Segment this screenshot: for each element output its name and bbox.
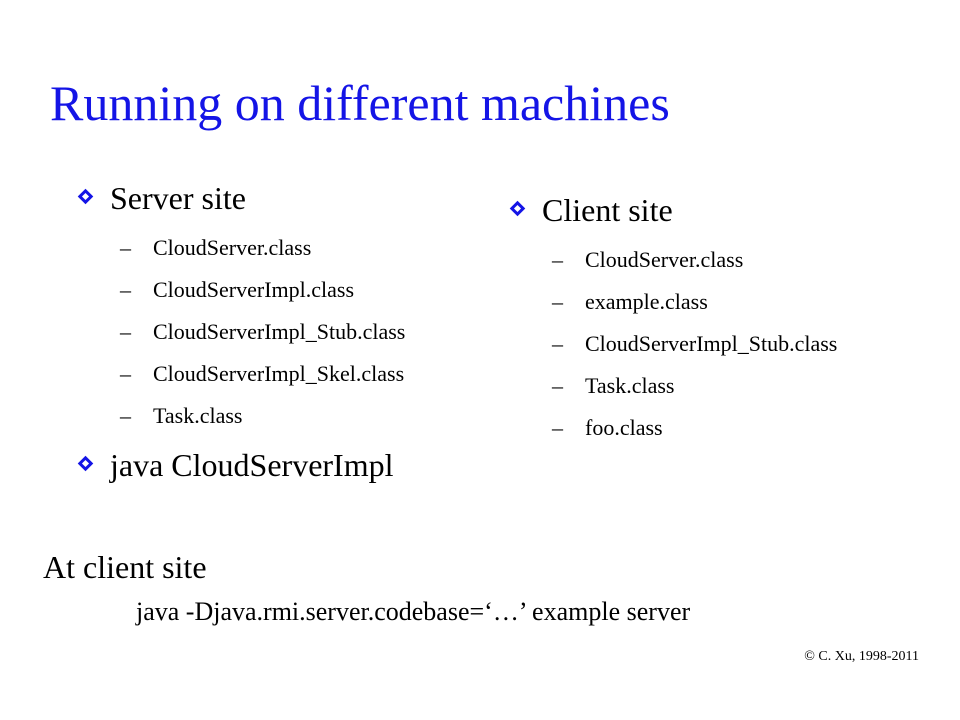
dash-icon: – xyxy=(552,331,563,356)
server-command: java CloudServerImpl xyxy=(110,447,394,483)
client-site-heading: Client site xyxy=(542,192,673,228)
dash-icon: – xyxy=(120,361,131,386)
dash-icon: – xyxy=(552,415,563,440)
server-command-bullet: java CloudServerImpl xyxy=(77,447,405,483)
dash-icon: – xyxy=(552,289,563,314)
list-item: –CloudServerImpl_Stub.class xyxy=(78,311,405,353)
client-run-heading: At client site xyxy=(43,549,207,585)
dash-icon: – xyxy=(120,403,131,428)
list-item: –CloudServerImpl_Skel.class xyxy=(78,353,405,395)
diamond-bullet-icon xyxy=(77,455,94,472)
list-item: –CloudServerImpl_Stub.class xyxy=(510,323,837,365)
diamond-bullet-icon xyxy=(77,188,94,205)
diamond-bullet-icon xyxy=(509,200,526,217)
copyright-notice: © C. Xu, 1998-2011 xyxy=(804,649,919,664)
list-item: –CloudServerImpl.class xyxy=(78,269,405,311)
dash-icon: – xyxy=(552,247,563,272)
server-file-list: –CloudServer.class –CloudServerImpl.clas… xyxy=(78,227,405,437)
list-item: –foo.class xyxy=(510,407,837,449)
client-file-list: –CloudServer.class –example.class –Cloud… xyxy=(510,239,837,449)
server-column: Server site –CloudServer.class –CloudSer… xyxy=(77,180,405,483)
dash-icon: – xyxy=(120,277,131,302)
client-run-command: java -Djava.rmi.server.codebase=‘…’ exam… xyxy=(136,597,691,626)
dash-icon: – xyxy=(552,373,563,398)
client-site-bullet: Client site xyxy=(509,192,837,228)
list-item: –CloudServer.class xyxy=(78,227,405,269)
slide-title: Running on different machines xyxy=(50,75,670,131)
list-item: –CloudServer.class xyxy=(510,239,837,281)
client-column: Client site –CloudServer.class –example.… xyxy=(509,192,837,449)
server-site-bullet: Server site xyxy=(77,180,405,216)
dash-icon: – xyxy=(120,319,131,344)
dash-icon: – xyxy=(120,235,131,260)
list-item: –example.class xyxy=(510,281,837,323)
list-item: –Task.class xyxy=(510,365,837,407)
server-site-heading: Server site xyxy=(110,180,246,216)
list-item: –Task.class xyxy=(78,395,405,437)
